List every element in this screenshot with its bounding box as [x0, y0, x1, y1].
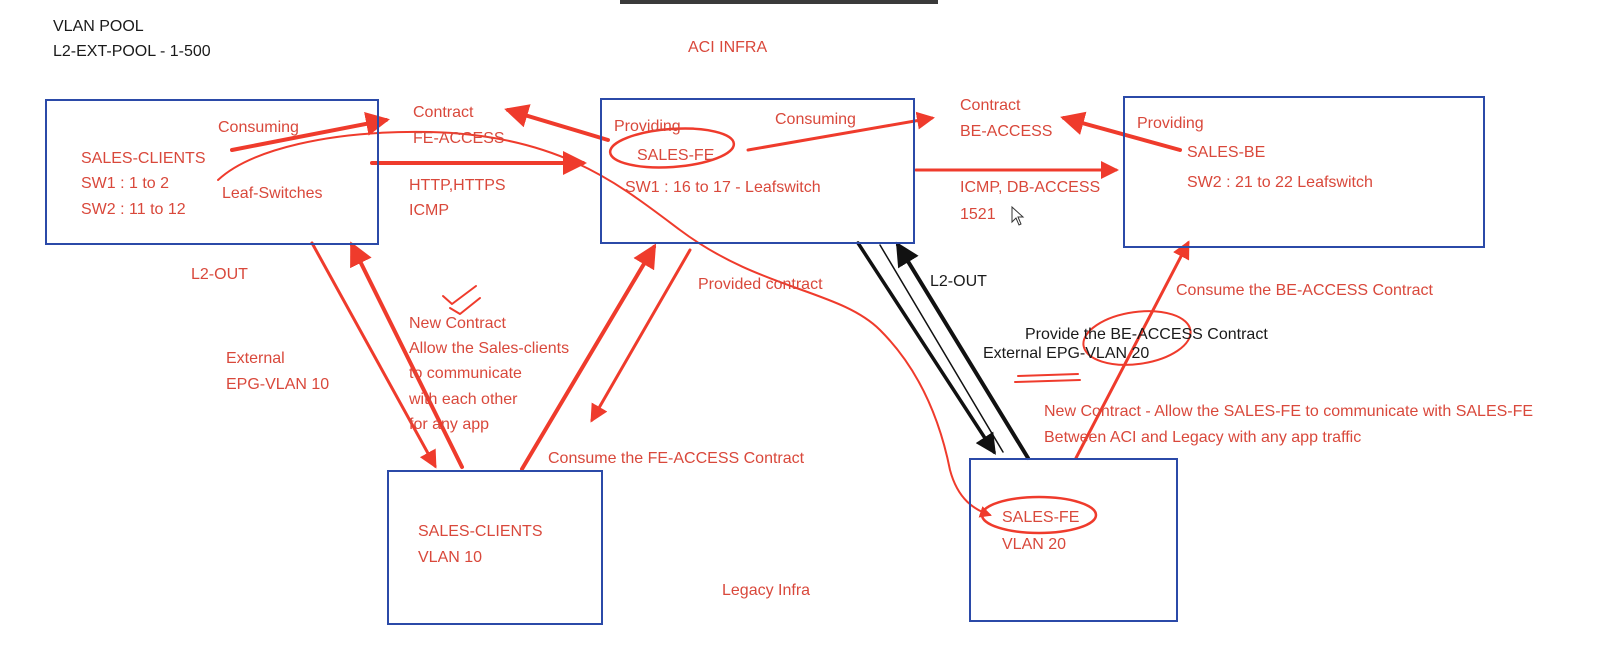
arrow-l2out-up-right — [895, 241, 1030, 460]
curve-fe-link — [217, 130, 992, 518]
fe-protocols-line1: HTTP,HTTPS — [409, 177, 506, 194]
sales-fe-legacy-name: SALES-FE — [1002, 509, 1080, 526]
arrow-legacy-fe-to-be — [1074, 240, 1190, 460]
underline-scribble — [1014, 373, 1081, 383]
arrow-l2out-down-left — [310, 241, 437, 469]
box-sales-be — [1123, 96, 1485, 248]
contract-fe-name: FE-ACCESS — [413, 130, 505, 147]
circle-sales-fe-legacy — [980, 495, 1098, 535]
sales-clients-legacy-name: SALES-CLIENTS — [418, 523, 543, 540]
new-contract-line5: for any app — [409, 416, 490, 433]
contract-fe-title: Contract — [413, 104, 474, 121]
vlan-pool-range: L2-EXT-POOL - 1-500 — [53, 43, 211, 60]
new-contract-line2: Allow the Sales-clients — [409, 340, 570, 357]
consuming-label-1: Consuming — [218, 119, 299, 136]
contract-be-name: BE-ACCESS — [960, 123, 1053, 140]
arrow-consuming-fe — [230, 112, 390, 152]
new-contract-fe-line1: New Contract - Allow the SALES-FE to com… — [1044, 403, 1534, 420]
arrow-providing-fe — [504, 104, 610, 142]
box-sales-clients-aci — [45, 99, 379, 245]
legacy-infra-label: Legacy Infra — [722, 582, 811, 599]
cursor-icon — [1011, 205, 1025, 226]
sales-fe-aci-name: SALES-FE — [637, 147, 715, 164]
arrow-l2out-down-right — [856, 241, 996, 455]
sales-be-providing: Providing — [1137, 115, 1204, 132]
sales-clients-aci-sw1: SW1 : 1 to 2 — [81, 175, 170, 192]
consuming-label-2: Consuming — [775, 111, 856, 128]
be-protocols-line1: ICMP, DB-ACCESS — [960, 179, 1101, 196]
arrow-provided-down — [590, 248, 692, 423]
top-window-bar — [620, 0, 938, 4]
consume-be-access-label: Consume the BE-ACCESS Contract — [1176, 282, 1433, 299]
consume-fe-access-label: Consume the FE-ACCESS Contract — [548, 450, 805, 467]
l2out-right-label: L2-OUT — [930, 273, 987, 290]
fe-protocols-line2: ICMP — [409, 202, 449, 219]
new-contract-line1: New Contract — [409, 315, 506, 332]
sales-fe-aci-providing: Providing — [614, 118, 681, 135]
provide-be-access-label: Provide the BE-ACCESS Contract — [1025, 326, 1268, 343]
arrow-l2out-up-left — [350, 241, 464, 469]
provided-contract-label: Provided contract — [698, 276, 823, 293]
arrow-consuming-be — [746, 111, 935, 152]
arrow-l2out-thin — [879, 244, 1004, 453]
check-mark — [442, 285, 481, 315]
sales-fe-aci-sw: SW1 : 16 to 17 - Leafswitch — [625, 179, 821, 196]
arrow-providing-be — [1060, 111, 1182, 152]
new-contract-line3: to communicate — [409, 365, 522, 382]
external-epg-10-line2: EPG-VLAN 10 — [226, 376, 330, 393]
sales-clients-legacy-vlan: VLAN 10 — [418, 549, 483, 566]
sales-be-name: SALES-BE — [1187, 144, 1266, 161]
aci-infra-label: ACI INFRA — [688, 39, 768, 56]
external-epg-10-line1: External — [226, 350, 285, 367]
contract-be-title: Contract — [960, 97, 1021, 114]
l2out-left-label: L2-OUT — [191, 266, 248, 283]
sales-fe-legacy-vlan: VLAN 20 — [1002, 536, 1067, 553]
new-contract-line4: with each other — [409, 391, 518, 408]
be-protocols-line2: 1521 — [960, 206, 996, 223]
box-sales-fe-aci — [600, 98, 915, 244]
sales-clients-aci-sw2: SW2 : 11 to 12 — [81, 201, 186, 218]
box-sales-fe-legacy — [969, 458, 1178, 622]
box-sales-clients-legacy — [387, 470, 603, 625]
circle-be-access — [1082, 310, 1192, 366]
external-epg-20-label: External EPG-VLAN 20 — [983, 345, 1150, 362]
leaf-switches-label: Leaf-Switches — [222, 185, 323, 202]
sales-be-sw: SW2 : 21 to 22 Leafswitch — [1187, 174, 1373, 191]
new-contract-fe-line2: Between ACI and Legacy with any app traf… — [1044, 429, 1362, 446]
sales-clients-aci-name: SALES-CLIENTS — [81, 150, 206, 167]
circle-sales-fe-aci — [608, 127, 736, 169]
vlan-pool-title: VLAN POOL — [53, 18, 144, 35]
arrow-provided-up — [520, 243, 657, 471]
